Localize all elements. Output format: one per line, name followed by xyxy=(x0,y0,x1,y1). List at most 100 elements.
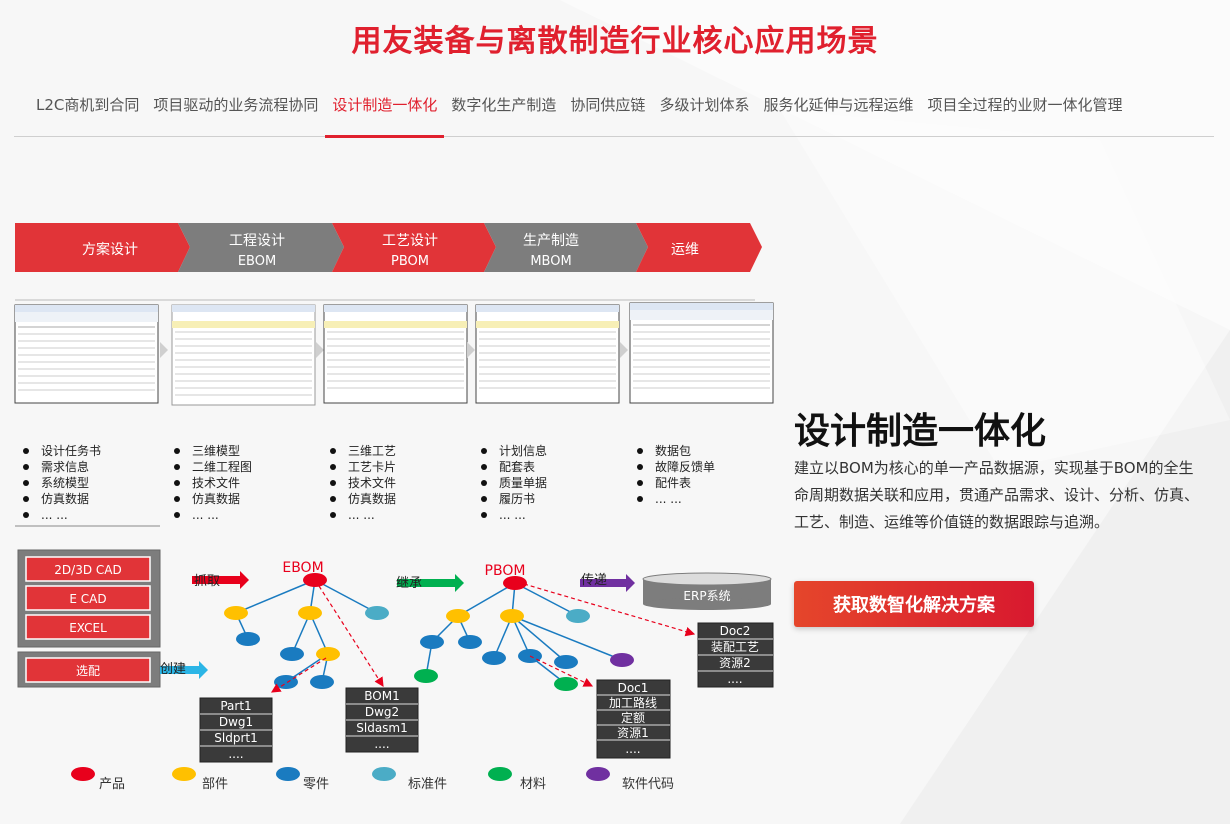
grab-label: 抓取 xyxy=(194,574,220,589)
stage-chevron-5 xyxy=(636,223,762,272)
bullet-item: 仿真数据 xyxy=(192,491,240,506)
doc-line: 定额 xyxy=(621,710,645,725)
tab-service-ops[interactable]: 服务化延伸与远程运维 xyxy=(763,96,914,114)
node-material xyxy=(554,677,578,691)
bullet-item: 计划信息 xyxy=(499,443,547,458)
bullet-item: 配套表 xyxy=(499,460,535,474)
tab-planning[interactable]: 多级计划体系 xyxy=(659,96,750,114)
node-part xyxy=(274,675,298,689)
create-arrow xyxy=(160,661,208,679)
tool-excel: EXCEL xyxy=(69,621,107,635)
design-manufacturing-diagram: 方案设计 工程设计 EBOM 工艺设计 PBOM 生产制造 MBOM 运维 xyxy=(14,223,774,792)
node-part xyxy=(554,655,578,669)
tool-select: 选配 xyxy=(76,664,100,678)
bullet-item: ... ... xyxy=(41,508,68,522)
bullet-group-3: 三维工艺 工艺卡片 技术文件 仿真数据 ... ... xyxy=(330,444,396,522)
stage-3-label: 工艺设计 xyxy=(382,233,438,249)
doc-line: .... xyxy=(625,742,640,756)
stage-chevron-3 xyxy=(332,223,496,272)
legend-standard-label: 标准件 xyxy=(408,777,447,792)
pbom-label: PBOM xyxy=(485,563,526,579)
tab-finance[interactable]: 项目全过程的业财一体化管理 xyxy=(927,96,1123,114)
node-part xyxy=(420,635,444,649)
ebom-label: EBOM xyxy=(282,560,323,576)
node-software xyxy=(610,653,634,667)
node-component xyxy=(224,606,248,620)
bullet-item: 数据包 xyxy=(655,443,691,458)
bullet-item: 设计任务书 xyxy=(41,443,101,458)
part-doc-box: Part1 Dwg1 Sldprt1 .... xyxy=(199,697,273,763)
stage-chevrons: 方案设计 工程设计 EBOM 工艺设计 PBOM 生产制造 MBOM 运维 xyxy=(15,223,762,272)
get-solution-button[interactable]: 获取数智化解决方案 xyxy=(794,581,1034,627)
bullet-item: 二维工程图 xyxy=(192,459,252,474)
doc-line: Doc2 xyxy=(720,624,751,638)
design-tools-panel: 2D/3D CAD E CAD EXCEL 选配 xyxy=(17,549,161,688)
doc-line: 加工路线 xyxy=(609,695,657,710)
legend-part-label: 零件 xyxy=(303,777,329,792)
node-standard xyxy=(365,606,389,620)
bullet-item: 技术文件 xyxy=(192,475,240,490)
tab-design-manufacturing[interactable]: 设计制造一体化 xyxy=(325,86,445,138)
erp-label: ERP系统 xyxy=(683,589,730,603)
legend-material-label: 材料 xyxy=(520,777,546,792)
node-legend: 产品 部件 零件 标准件 材料 软件代码 xyxy=(71,767,674,792)
thumbnail-2 xyxy=(171,304,316,406)
doc-line: .... xyxy=(727,672,742,686)
node-component xyxy=(446,609,470,623)
node-component xyxy=(316,647,340,661)
node-component xyxy=(500,609,524,623)
bullet-item: 系统模型 xyxy=(41,476,89,490)
tab-digital-production[interactable]: 数字化生产制造 xyxy=(451,96,557,114)
erp-system: ERP系统 xyxy=(642,572,772,610)
bullet-item: 三维工艺 xyxy=(348,444,396,458)
legend-product-label: 产品 xyxy=(99,777,125,792)
legend-material-swatch xyxy=(488,767,512,781)
transfer-label: 传递 xyxy=(581,573,607,588)
node-standard xyxy=(566,609,590,623)
thumbnail-1 xyxy=(14,304,159,404)
doc-line: Sldasm1 xyxy=(356,721,408,735)
stage-5-label: 运维 xyxy=(671,242,699,258)
tab-l2c[interactable]: L2C商机到合同 xyxy=(36,96,140,114)
legend-software-swatch xyxy=(586,767,610,781)
stage-4-label: 生产制造 xyxy=(523,233,579,249)
pbom-nodes: PBOM xyxy=(414,563,634,691)
pbom-tree xyxy=(425,582,623,685)
scenario-description: 建立以BOM为核心的单一产品数据源，实现基于BOM的全生命周期数据关联和应用，贯… xyxy=(794,459,1200,531)
inherit-arrow xyxy=(397,574,464,592)
doc-line: 装配工艺 xyxy=(711,640,759,654)
bullet-lists: 设计任务书 需求信息 系统模型 仿真数据 ... ... 三维模型 二维工程图 … xyxy=(15,443,715,527)
bullet-item: 仿真数据 xyxy=(348,491,396,506)
bullet-item: 故障反馈单 xyxy=(655,459,715,474)
legend-software-label: 软件代码 xyxy=(622,777,674,792)
inherit-label: 继承 xyxy=(396,576,422,591)
legend-component-swatch xyxy=(172,767,196,781)
page-title: 用友装备与离散制造行业核心应用场景 xyxy=(351,24,879,59)
thumbnail-3 xyxy=(323,304,468,404)
stage-1-label: 方案设计 xyxy=(82,241,138,258)
stage-2-bom: EBOM xyxy=(238,254,276,269)
bullet-group-5: 数据包 故障反馈单 配件表 ... ... xyxy=(637,443,715,506)
bullet-group-4: 计划信息 配套表 质量单据 履历书 ... ... xyxy=(481,443,547,522)
scenario-heading: 设计制造一体化 xyxy=(794,411,1047,452)
stage-chevron-2 xyxy=(178,223,344,272)
doc-boxes: Part1 Dwg1 Sldprt1 .... BOM1 Dwg2 Sldasm… xyxy=(199,622,774,763)
legend-part-swatch xyxy=(276,767,300,781)
bullet-item: ... ... xyxy=(192,508,219,522)
bullet-group-2: 三维模型 二维工程图 技术文件 仿真数据 ... ... xyxy=(174,444,252,522)
doc-line: Dwg2 xyxy=(365,705,399,719)
tab-supply-chain[interactable]: 协同供应链 xyxy=(570,96,646,114)
doc-line: Doc1 xyxy=(618,681,649,695)
tab-project-process[interactable]: 项目驱动的业务流程协同 xyxy=(153,96,319,114)
doc-line: .... xyxy=(374,737,389,751)
node-part xyxy=(482,651,506,665)
bullet-item: ... ... xyxy=(348,508,375,522)
transfer-arrow xyxy=(580,574,635,592)
node-component xyxy=(298,606,322,620)
doc-line: 资源2 xyxy=(719,656,751,670)
node-material xyxy=(414,669,438,683)
stage-2-label: 工程设计 xyxy=(229,233,285,249)
node-part xyxy=(458,635,482,649)
flow-arrows: 抓取 继承 传递 创建 xyxy=(160,571,635,679)
ebom-nodes: EBOM xyxy=(224,560,389,689)
